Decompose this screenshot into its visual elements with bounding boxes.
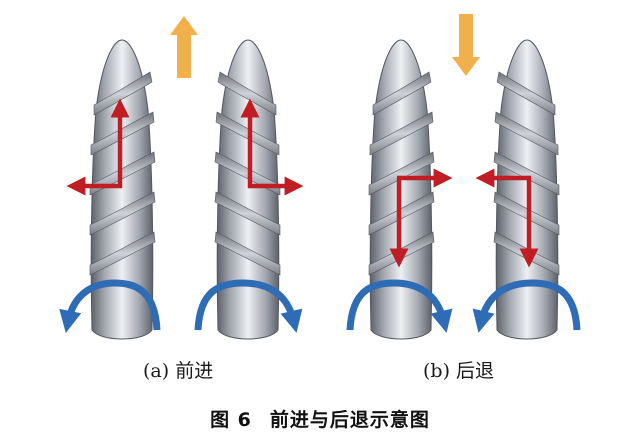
- robot-b1: [368, 39, 453, 340]
- figure-number: 图 6: [210, 409, 252, 431]
- motion-arrow-up: [170, 16, 198, 78]
- panel-a: [59, 16, 304, 340]
- rotation-arrow-a2: [194, 279, 303, 333]
- robot-a2: [214, 39, 304, 340]
- motion-arrow-down: [452, 14, 480, 76]
- panel-b: [346, 14, 581, 340]
- robot-b2: [475, 39, 560, 340]
- figure-caption: 图 6 前进与后退示意图: [0, 405, 640, 432]
- rotation-arrow-a1: [59, 279, 161, 333]
- rotation-arrow-b1: [346, 279, 453, 333]
- rotation-arrow-b2: [472, 279, 581, 333]
- robot-a1: [66, 39, 156, 340]
- figure-title: 前进与后退示意图: [269, 409, 430, 431]
- panel-b-label: (b) 后退: [423, 360, 495, 382]
- panel-a-label: (a) 前进: [143, 360, 214, 382]
